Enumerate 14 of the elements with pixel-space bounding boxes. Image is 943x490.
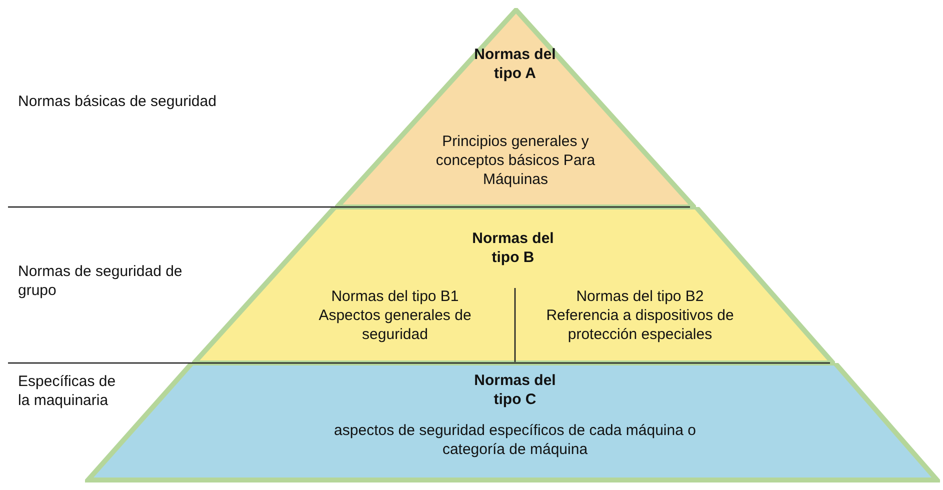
- pyramid-tier: [335, 8, 696, 207]
- sub-norm-heading: Normas del tipo B1: [330, 287, 460, 306]
- side-label: Normas básicas de seguridad: [18, 92, 218, 111]
- pyramid-tier: [192, 207, 835, 363]
- sub-norm-heading: Normas del tipo B2: [575, 287, 705, 306]
- sub-norm-description: Aspectos generales de seguridad: [318, 306, 472, 344]
- tier-description: Principios generales y conceptos básicos Para Máquinas: [434, 132, 596, 189]
- tier-description: aspectos de seguridad específicos de cada máquina o categoría de máquina: [333, 421, 697, 459]
- side-label: Normas de seguridad de grupo: [18, 262, 184, 300]
- tier-heading: Normas del tipo B: [471, 229, 555, 267]
- tier-heading: Normas del tipo A: [473, 45, 557, 83]
- tier-heading: Normas del tipo C: [473, 371, 557, 409]
- side-label: Específicas de la maquinaria: [18, 372, 117, 410]
- sub-norm-description: Referencia a dispositivos de protección especiales: [545, 306, 735, 344]
